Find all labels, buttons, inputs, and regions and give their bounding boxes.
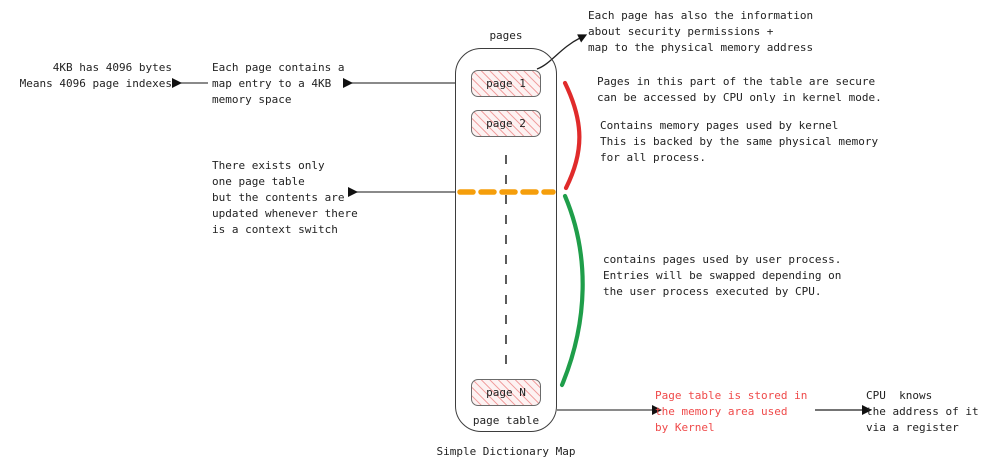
- annotation-cpu-register: CPU knows the address of it via a regist…: [866, 389, 979, 434]
- annotation-context-switch: There exists only one page table but the…: [212, 159, 358, 236]
- user-bracket: [559, 193, 585, 388]
- annotation-4kb-bytes: 4KB has 4096 bytes Means 4096 page index…: [19, 61, 172, 90]
- annotation-page-map-entry: Each page contains a map entry to a 4KB …: [212, 61, 345, 106]
- pages-label: pages: [489, 29, 523, 42]
- annotation-kernel-secure: Pages in this part of the table are secu…: [597, 75, 882, 104]
- page-cell-label: page N: [486, 386, 526, 399]
- annotation-page-table-storage: Page table is stored in the memory area …: [655, 389, 808, 434]
- page-table-container: [455, 48, 557, 432]
- annotation-user-contains: contains pages used by user process. Ent…: [603, 253, 842, 298]
- annotation-page-security-info: Each page has also the information about…: [588, 9, 814, 54]
- page-cell-label: page 2: [486, 117, 526, 130]
- page-cell-label: page 1: [486, 77, 526, 90]
- page-cell-page-2[interactable]: page 2: [471, 110, 541, 137]
- page-table-label: page table: [472, 414, 540, 427]
- page-cell-page-1[interactable]: page 1: [471, 70, 541, 97]
- diagram-caption: Simple Dictionary Map: [436, 445, 576, 458]
- kernel-bracket: [562, 80, 582, 191]
- annotation-kernel-contains: Contains memory pages used by kernel Thi…: [600, 119, 879, 164]
- page-cell-page-n[interactable]: page N: [471, 379, 541, 406]
